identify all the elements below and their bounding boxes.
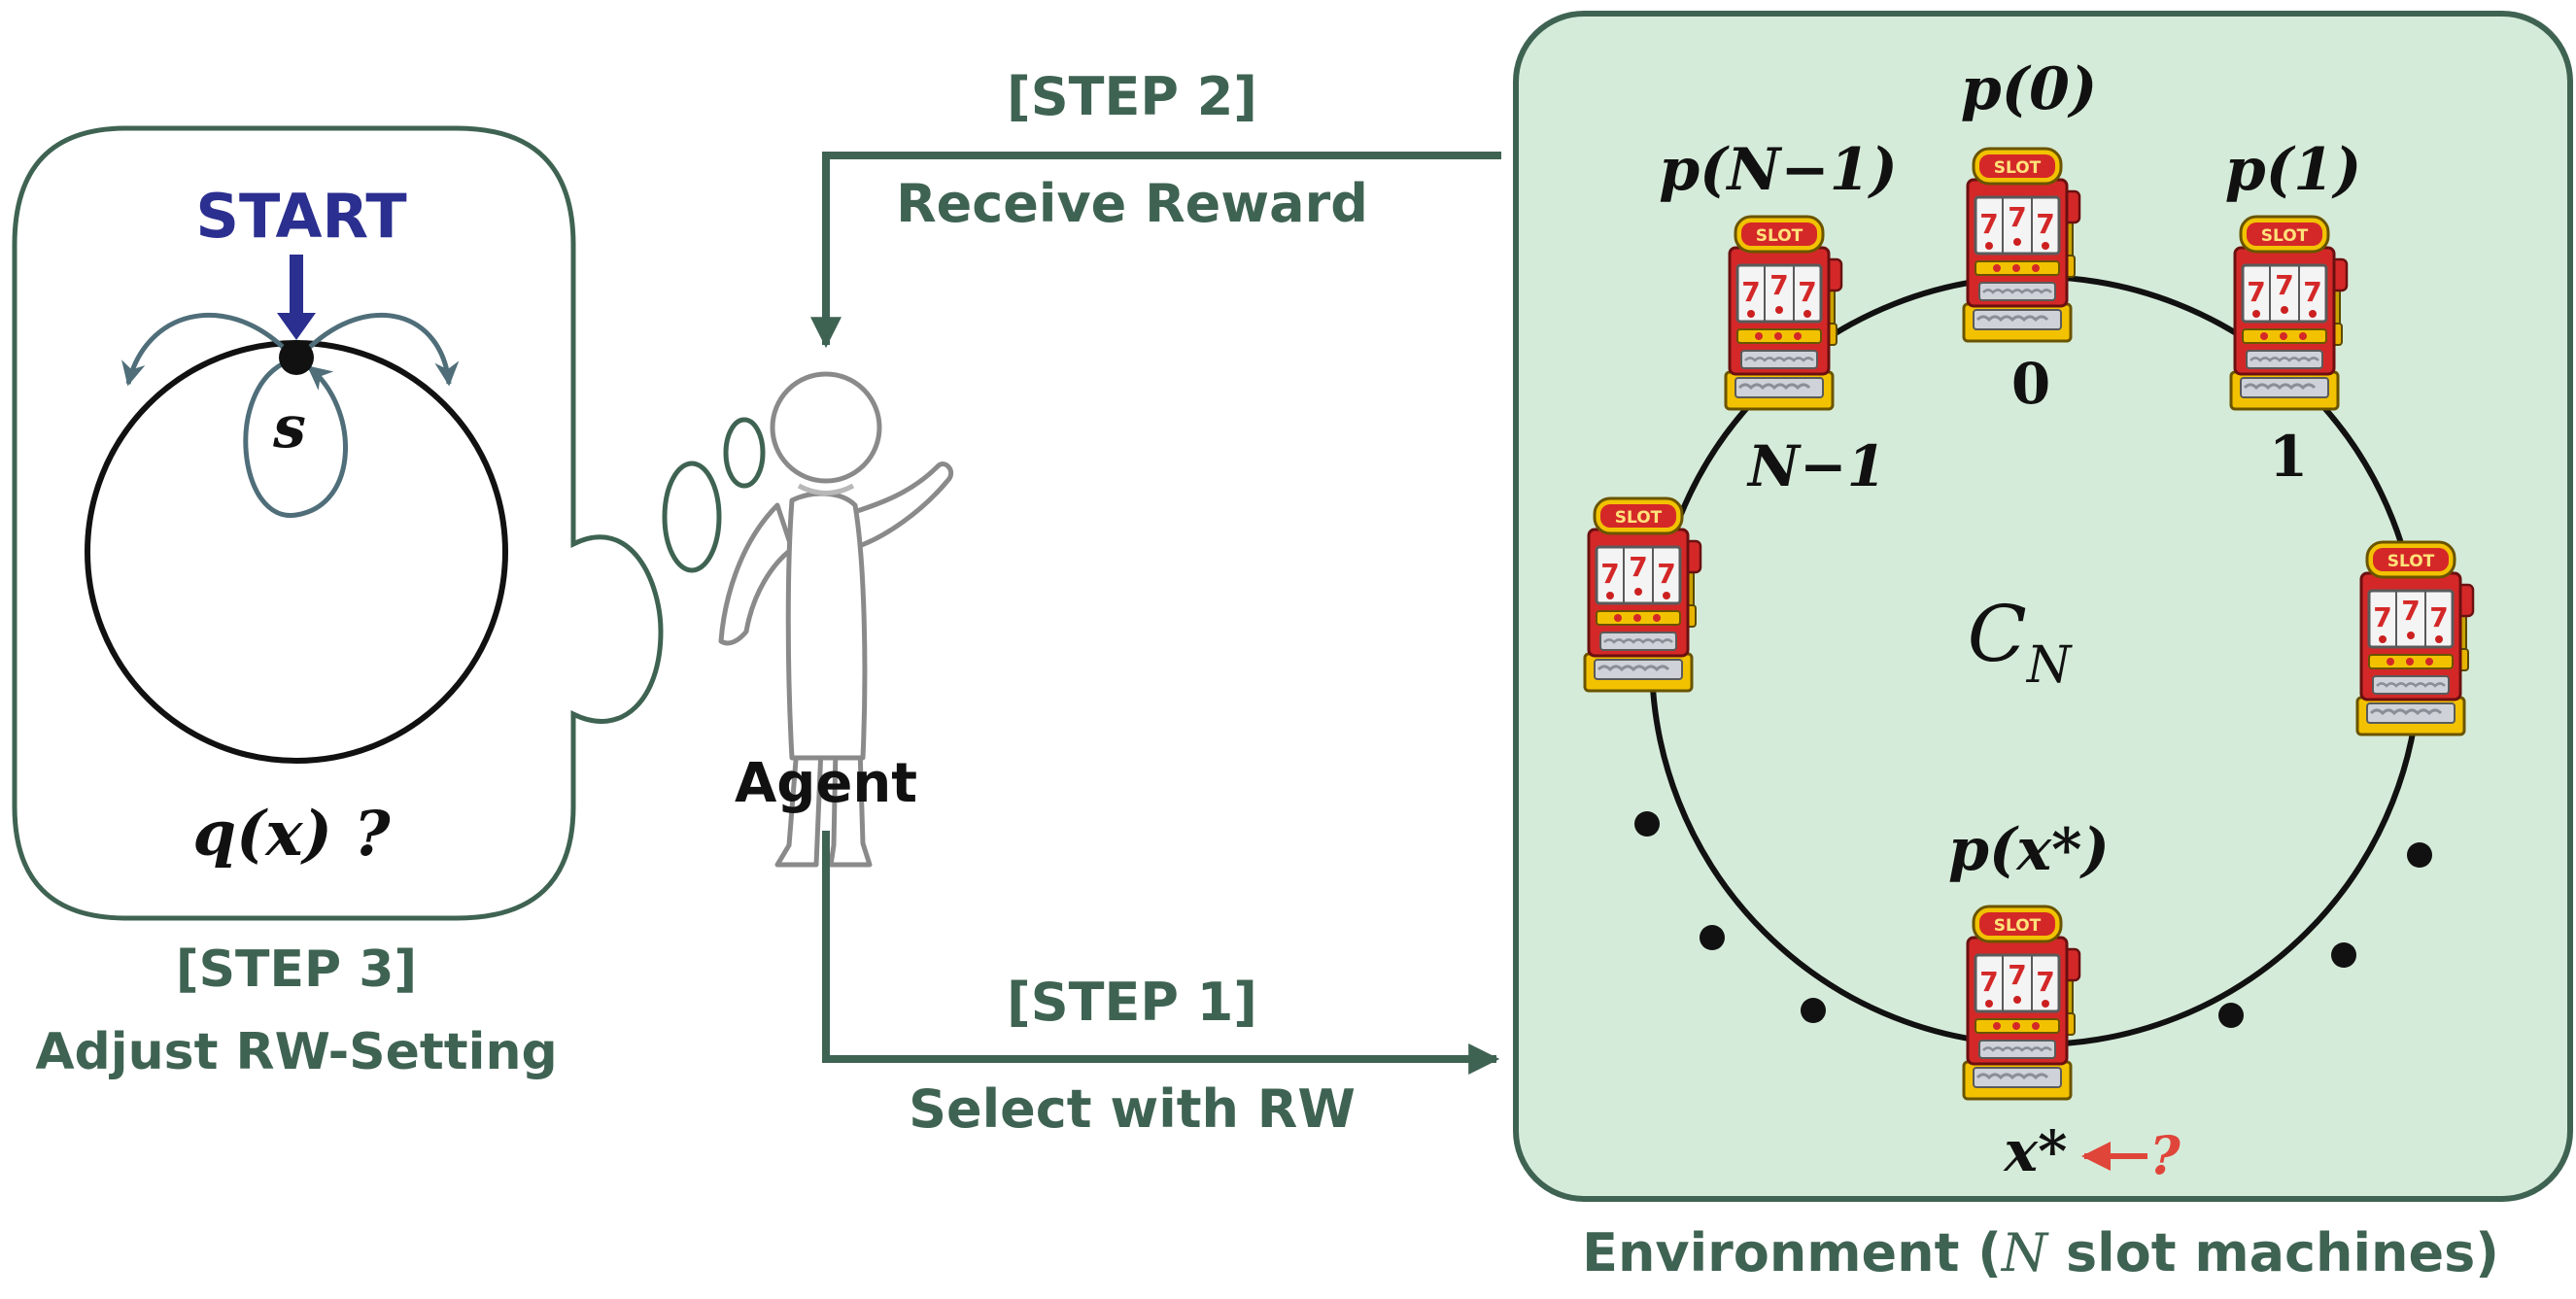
ellipsis-dot [1634,811,1660,837]
cycle-label: CN [1968,589,2073,695]
start-node [279,340,314,375]
start-label: START [195,181,406,252]
step2-arrow [810,152,1501,349]
index-0: 0 [2011,351,2050,417]
person-icon [718,371,954,868]
step1-title: [STEP 1] [1007,972,1257,1033]
move-right-arrow [307,312,460,387]
step1-arrow [822,831,1500,1075]
p1-label: p(1) [2225,136,2361,204]
thought-panel: START s q(x) ? [12,125,766,921]
pN1-label: p(N−1) [1659,136,1898,204]
step2-title: [STEP 2] [1007,66,1257,127]
index-n-1: N−1 [1746,433,1886,499]
ellipsis-dot [2331,942,2356,968]
step2-text: Receive Reward [896,173,1368,234]
environment-panel: p(0) p(1) p(N−1) p(x*) 0 1 N−1 CN x* ? [1513,11,2573,1202]
ellipsis-dot [1801,998,1826,1023]
step3-title: [STEP 3] [176,940,417,999]
ellipsis-dot [1700,925,1725,950]
agent-label: Agent [735,752,917,815]
agent-figure: Agent [718,371,954,868]
thought-dot-small [723,417,766,489]
s-label: s [272,393,306,461]
p0-label: p(0) [1961,55,2097,123]
ellipsis-dot [2218,1003,2244,1028]
ellipsis-dot [2407,842,2432,868]
q-label: q(x) ? [192,798,391,871]
step3-text: Adjust RW-Setting [35,1023,557,1081]
move-left-arrow [121,312,286,387]
xstar-label: x* [2003,1118,2068,1184]
start-arrow-head [277,313,316,340]
thought-dot-large [662,461,722,573]
step1-text: Select with RW [909,1078,1356,1140]
environment-caption: Environment (N slot machines) [1582,1222,2499,1283]
question-mark: ? [2149,1124,2181,1186]
index-1: 1 [2269,424,2308,490]
px-label: p(x*) [1948,816,2110,884]
self-loop-arrow [243,359,348,518]
